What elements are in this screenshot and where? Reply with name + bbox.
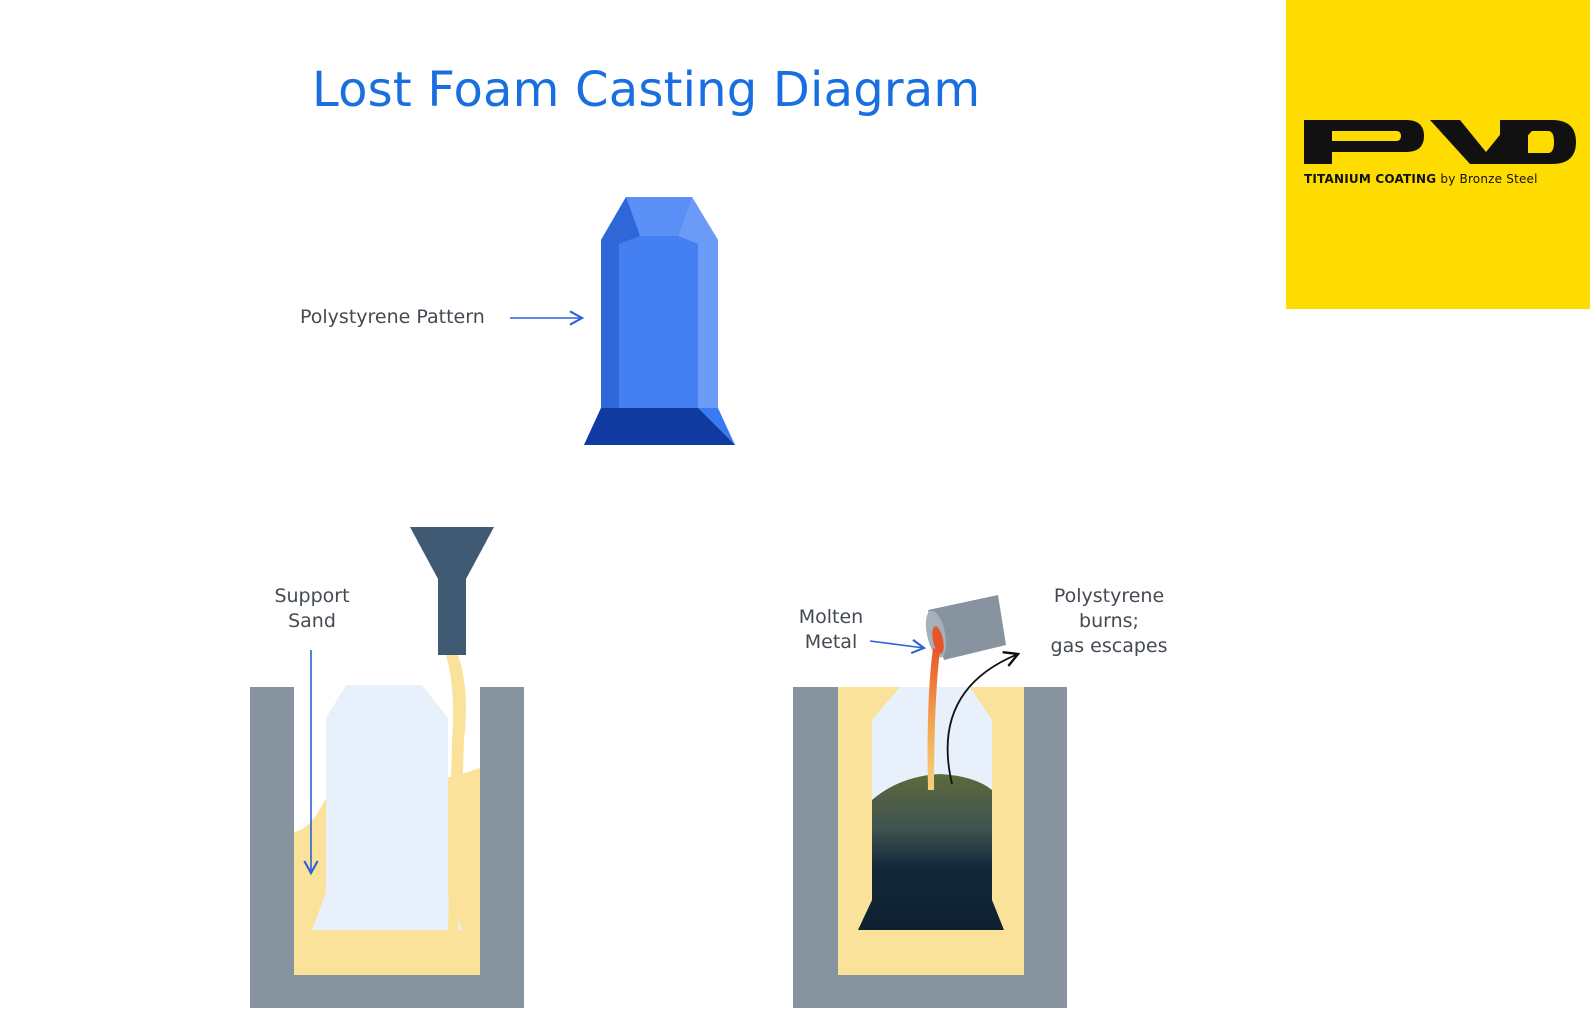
left-flask [250, 527, 524, 1008]
support-sand-label: Support Sand [274, 585, 350, 632]
molten-metal-label: Molten Metal [798, 606, 864, 653]
right-flask [793, 595, 1067, 1008]
polystyrene-pattern-shape [584, 197, 735, 445]
logo-tagline: TITANIUM COATING by Bronze Steel [1304, 172, 1538, 186]
ladle [925, 595, 1006, 660]
molten-metal-arrow [869, 638, 927, 655]
page-title: Lost Foam Casting Diagram [312, 62, 981, 118]
pvd-wordmark-logo [1304, 120, 1576, 164]
pvd-logo: TITANIUM COATING by Bronze Steel [1286, 0, 1590, 309]
polystyrene-burns-label: Polystyrene burns; gas escapes [1050, 585, 1168, 657]
polystyrene-pattern-label: Polystyrene Pattern [300, 306, 485, 328]
gas-escape-arrow [946, 650, 1021, 785]
